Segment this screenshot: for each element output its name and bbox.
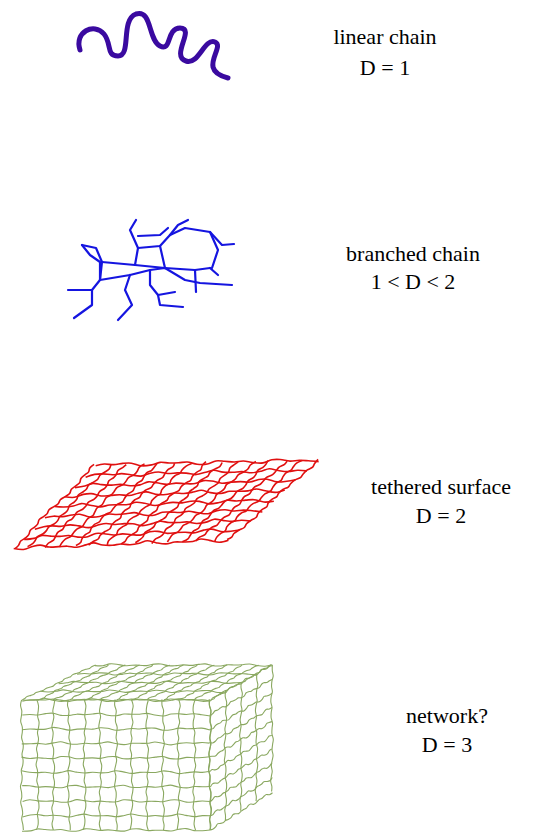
grid-strand — [22, 699, 210, 702]
figure-label: 1 < D < 2 — [371, 271, 456, 293]
figure-label: network? — [406, 705, 488, 727]
grid-strand — [28, 465, 111, 547]
figure-label: tethered surface — [371, 476, 511, 498]
grid-strand — [67, 700, 70, 830]
grid-strand — [255, 673, 258, 801]
grid-strand — [22, 742, 210, 745]
grid-strand — [210, 793, 273, 830]
grid-strand — [240, 682, 243, 811]
grid-strand — [193, 700, 196, 830]
grid-strand — [99, 701, 102, 830]
grid-strand — [177, 700, 180, 829]
grid-strand — [53, 665, 125, 700]
grid-strand — [224, 691, 227, 821]
grid-strand — [147, 665, 214, 700]
grid-strand — [38, 665, 109, 700]
figure-label: D = 2 — [416, 505, 466, 527]
grid-strand — [209, 699, 212, 830]
grid-strand — [178, 665, 242, 700]
figure-label: linear chain — [333, 26, 436, 48]
branched-chain — [68, 220, 234, 320]
tethered-surface — [14, 459, 319, 549]
grid-strand — [22, 785, 210, 788]
grid-strand — [100, 665, 170, 700]
grid-strand — [52, 701, 55, 830]
grid-strand — [209, 700, 212, 831]
grid-strand — [22, 665, 95, 700]
grid-strand — [22, 829, 210, 832]
grid-strand — [23, 800, 211, 803]
figure-label: branched chain — [346, 243, 480, 265]
grid-strand — [227, 459, 318, 539]
grid-strand — [215, 461, 302, 542]
figure-label: D = 3 — [422, 734, 472, 756]
grid-strand — [271, 665, 274, 792]
grid-strand — [146, 701, 149, 831]
grid-strand — [115, 700, 118, 831]
grid-strand — [36, 700, 39, 830]
grid-strand — [164, 665, 227, 700]
grid-strand — [167, 462, 256, 542]
linear-chain — [79, 13, 228, 78]
grid-strand — [130, 700, 133, 830]
grid-strand — [22, 699, 211, 702]
grid-strand — [162, 699, 165, 830]
grid-strand — [195, 665, 259, 700]
grid-strand — [70, 665, 140, 700]
network-cube — [20, 664, 273, 831]
grid-strand — [22, 771, 210, 774]
figure-label: D = 1 — [360, 57, 410, 79]
grid-strand — [15, 464, 94, 548]
grid-strand — [22, 727, 210, 730]
grid-strand — [20, 700, 23, 830]
grid-strand — [83, 700, 86, 830]
